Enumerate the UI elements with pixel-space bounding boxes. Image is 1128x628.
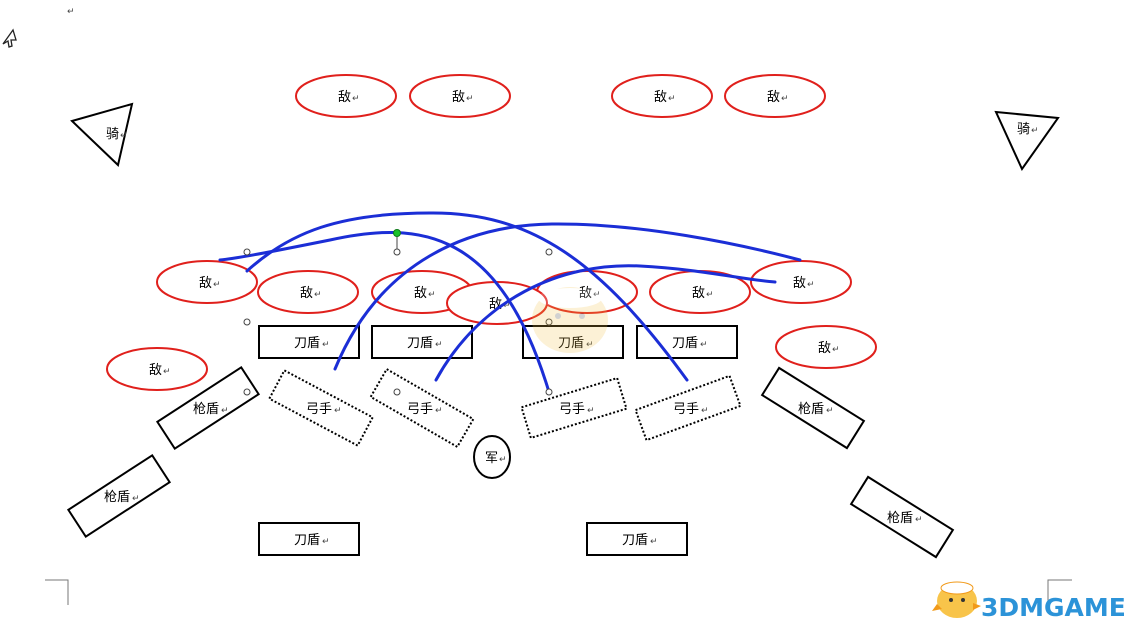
sword-shield-front-3-label: 刀盾	[558, 336, 584, 351]
enemy-top-1-mark: ↵	[352, 94, 360, 104]
archer-1[interactable]	[267, 369, 375, 447]
archer-2-mark: ↵	[435, 406, 443, 416]
sword-shield-front-3-mark: ↵	[586, 340, 594, 350]
enemy-mid-1-mark: ↵	[213, 280, 221, 290]
enemy-mid-5[interactable]: 敌 ↵	[649, 270, 751, 314]
mascot-watermark-center	[532, 287, 608, 353]
cavalry-right[interactable]: 骑 ↵	[994, 110, 1060, 171]
enemy-top-3-label: 敌	[654, 90, 667, 105]
archer-3-label: 弓手	[559, 402, 585, 417]
archer-4-label: 弓手	[673, 402, 699, 417]
trajectory-3	[218, 230, 551, 394]
archer-2-label: 弓手	[407, 402, 433, 417]
spear-shield-left-2-label: 枪盾	[104, 489, 130, 505]
trajectory-2	[434, 264, 777, 382]
enemy-mid-6-label: 敌	[793, 276, 806, 291]
spear-shield-left-1-mark: ↵	[221, 406, 229, 416]
enemy-top-4[interactable]: 敌 ↵	[724, 74, 826, 118]
page-corner-marks	[45, 579, 1072, 605]
enemy-top-1-label: 敌	[338, 90, 351, 105]
trajectory-4	[245, 211, 689, 382]
archer-4-mark: ↵	[701, 406, 709, 416]
spear-shield-left-1[interactable]	[155, 365, 261, 451]
sword-shield-front-4-mark: ↵	[700, 340, 708, 350]
sword-shield-front-2-label: 刀盾	[407, 336, 433, 351]
archer-1-label: 弓手	[306, 402, 332, 417]
enemy-top-1[interactable]: 敌 ↵	[295, 74, 397, 118]
enemy-mid-6-mark: ↵	[807, 280, 815, 290]
selection-handles[interactable]	[243, 229, 553, 396]
sword-shield-front-4-label: 刀盾	[672, 336, 698, 351]
arrow-trajectories	[218, 211, 802, 394]
cavalry-right-mark: ↵	[1031, 126, 1039, 136]
trajectory-1	[333, 222, 802, 371]
archer-1-mark: ↵	[334, 406, 342, 416]
commander-mark: ↵	[499, 455, 507, 465]
enemy-mid-2-mark: ↵	[314, 290, 322, 300]
sword-shield-front-2[interactable]: 刀盾 ↵	[371, 325, 473, 359]
sword-shield-rear-1-label: 刀盾	[294, 533, 320, 548]
enemy-mid-2-label: 敌	[300, 286, 313, 301]
commander-label: 军	[485, 451, 498, 466]
spear-shield-left-1-label: 枪盾	[193, 401, 219, 417]
enemy-mid-1[interactable]: 敌 ↵	[156, 260, 258, 304]
sword-shield-front-2-mark: ↵	[435, 340, 443, 350]
enemy-right-side-mark: ↵	[832, 345, 840, 355]
enemy-top-2-label: 敌	[452, 90, 465, 105]
sword-shield-front-1[interactable]: 刀盾 ↵	[258, 325, 360, 359]
mascot-icon	[932, 581, 981, 618]
enemy-mid-3-mark: ↵	[428, 290, 436, 300]
cavalry-left-mark: ↵	[120, 131, 128, 141]
enemy-mid-2[interactable]: 敌 ↵	[257, 270, 359, 314]
3dmgame-logo: 3DMGAME	[932, 581, 1126, 622]
sword-shield-rear-2-label: 刀盾	[622, 533, 648, 548]
enemy-mid-4-mark: ↵	[593, 290, 601, 300]
sword-shield-rear-2[interactable]: 刀盾 ↵	[586, 522, 688, 556]
cavalry-right-label: 骑	[1017, 122, 1030, 137]
spear-shield-right-1[interactable]	[760, 366, 866, 450]
spear-shield-right-1-mark: ↵	[826, 406, 834, 416]
commander[interactable]: 军 ↵	[473, 435, 511, 479]
spear-shield-left-2-mark: ↵	[132, 494, 140, 504]
spear-shield-right-2-mark: ↵	[915, 515, 923, 525]
enemy-left-side-label: 敌	[149, 363, 162, 378]
archer-4[interactable]	[634, 374, 742, 442]
arrow-cursor-icon	[2, 28, 17, 48]
spear-shield-right-2[interactable]	[849, 475, 955, 559]
sword-shield-rear-2-mark: ↵	[650, 537, 658, 547]
sword-shield-front-1-label: 刀盾	[294, 336, 320, 351]
enemy-mid-1-label: 敌	[199, 276, 212, 291]
enemy-top-2-mark: ↵	[466, 94, 474, 104]
enemy-top-3-mark: ↵	[668, 94, 676, 104]
archer-3-mark: ↵	[587, 406, 595, 416]
sword-shield-front-4[interactable]: 刀盾 ↵	[636, 325, 738, 359]
spear-shield-right-2-label: 枪盾	[887, 510, 913, 526]
cavalry-left-label: 骑	[106, 127, 119, 142]
enemy-mid-4-label: 敌	[579, 286, 592, 301]
spear-shield-left-2[interactable]	[66, 453, 172, 539]
cavalry-left[interactable]: 骑 ↵	[70, 102, 134, 167]
enemy-mid-5-mark: ↵	[706, 290, 714, 300]
sword-shield-front-3[interactable]: 刀盾 ↵	[522, 325, 624, 359]
sword-shield-rear-1-mark: ↵	[322, 537, 330, 547]
enemy-mid-5-label: 敌	[692, 286, 705, 301]
enemy-right-side-label: 敌	[818, 341, 831, 356]
enemy-left-side[interactable]: 敌 ↵	[106, 347, 208, 391]
enemy-mid-center-mark: ↵	[503, 301, 511, 311]
top-paragraph-mark: ↵	[67, 7, 75, 17]
sword-shield-rear-1[interactable]: 刀盾 ↵	[258, 522, 360, 556]
enemy-right-side[interactable]: 敌 ↵	[775, 325, 877, 369]
enemy-top-3[interactable]: 敌 ↵	[611, 74, 713, 118]
sword-shield-front-1-mark: ↵	[322, 340, 330, 350]
watermark-text: 3DMGAME	[981, 593, 1126, 622]
enemy-top-4-label: 敌	[767, 90, 780, 105]
enemy-mid-3-label: 敌	[414, 286, 427, 301]
enemy-top-2[interactable]: 敌 ↵	[409, 74, 511, 118]
spear-shield-right-1-label: 枪盾	[798, 401, 824, 417]
enemy-left-side-mark: ↵	[163, 367, 171, 377]
enemy-top-4-mark: ↵	[781, 94, 789, 104]
